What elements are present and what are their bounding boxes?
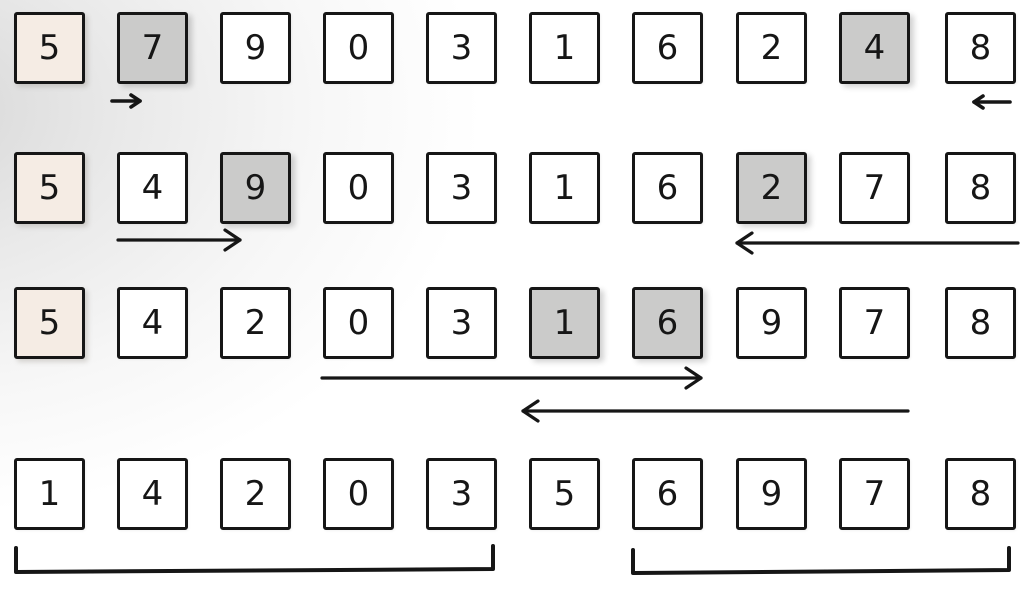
underbracket-right-partition	[631, 546, 1011, 575]
pointer-arrow-right-icon	[116, 228, 242, 252]
number-box: 2	[220, 458, 291, 530]
number-box: 6	[632, 458, 703, 530]
number-box: 6	[632, 12, 703, 84]
number-box: 6	[632, 152, 703, 224]
number-box: 1	[529, 287, 600, 359]
number-box: 5	[14, 12, 85, 84]
number-box: 0	[323, 458, 394, 530]
pointer-arrow-left-icon	[735, 231, 1020, 255]
number-box: 0	[323, 152, 394, 224]
underbracket-left-partition	[14, 544, 495, 574]
pointer-arrow-right-icon	[110, 93, 142, 109]
number-box: 4	[839, 12, 910, 84]
number-box: 3	[426, 287, 497, 359]
number-box: 3	[426, 12, 497, 84]
number-box: 6	[632, 287, 703, 359]
number-box: 4	[117, 152, 188, 224]
pointer-arrow-left-icon	[521, 399, 910, 423]
pointer-arrow-left-icon	[972, 94, 1012, 110]
number-box: 7	[839, 152, 910, 224]
number-box: 2	[736, 152, 807, 224]
number-box: 9	[220, 152, 291, 224]
number-box: 0	[323, 287, 394, 359]
number-box: 2	[736, 12, 807, 84]
pointer-arrow-right-icon	[320, 366, 703, 390]
number-box: 7	[839, 287, 910, 359]
number-box: 3	[426, 152, 497, 224]
number-box: 0	[323, 12, 394, 84]
number-box: 7	[839, 458, 910, 530]
number-box: 8	[945, 12, 1016, 84]
number-box: 5	[14, 152, 85, 224]
number-box: 9	[220, 12, 291, 84]
number-box: 1	[14, 458, 85, 530]
number-box: 7	[117, 12, 188, 84]
number-box: 1	[529, 12, 600, 84]
number-box: 9	[736, 458, 807, 530]
number-box: 8	[945, 152, 1016, 224]
number-box: 8	[945, 287, 1016, 359]
number-box: 2	[220, 287, 291, 359]
number-box: 5	[14, 287, 85, 359]
number-box: 1	[529, 152, 600, 224]
number-box: 4	[117, 458, 188, 530]
number-box: 3	[426, 458, 497, 530]
number-box: 9	[736, 287, 807, 359]
number-box: 4	[117, 287, 188, 359]
number-box: 8	[945, 458, 1016, 530]
number-box: 5	[529, 458, 600, 530]
